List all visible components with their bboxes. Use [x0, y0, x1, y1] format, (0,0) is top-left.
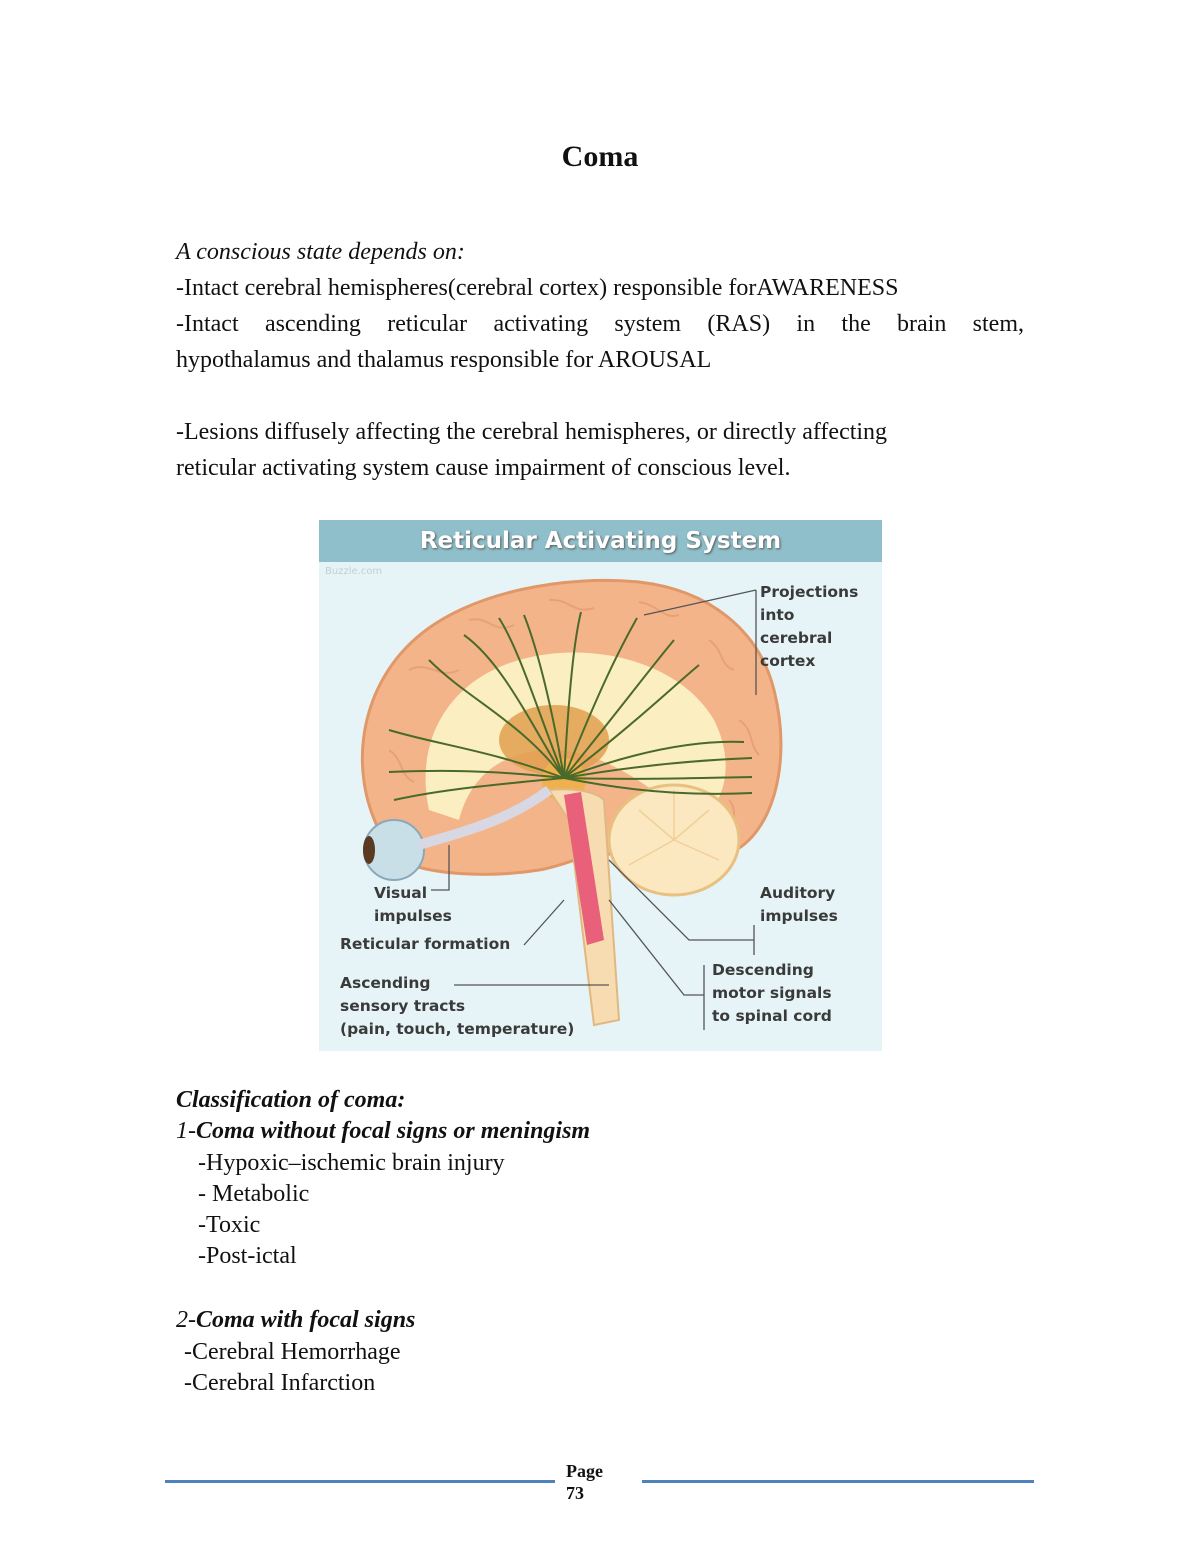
group1-item: -Toxic: [198, 1212, 261, 1238]
label-visual-impulses: Visual impulses: [374, 884, 452, 925]
label-ascending-sensory-tracts: Ascending sensory tracts (pain, touch, t…: [340, 974, 575, 1038]
figure-watermark: Buzzle.com: [325, 566, 383, 577]
label-descending-motor-signals: Descending motor signals to spinal cord: [712, 961, 832, 1025]
group1-item: -Post-ictal: [198, 1243, 297, 1269]
page-title: Coma: [561, 140, 639, 173]
group1-item: - Metabolic: [198, 1181, 310, 1207]
brain-illustration: [361, 578, 783, 1030]
group2-item: -Cerebral Infarction: [184, 1370, 376, 1396]
page-label: Page: [566, 1461, 603, 1481]
lesions-paragraph-line2: reticular activating system cause impair…: [176, 455, 791, 481]
page-number-value: 73: [566, 1483, 584, 1503]
group2-number: 2-: [176, 1307, 196, 1333]
footer-rule-right: [642, 1480, 1034, 1483]
intro-heading: A conscious state depends on:: [176, 239, 465, 265]
group1-item: -Hypoxic–ischemic brain injury: [198, 1150, 505, 1176]
reticular-activating-system-figure: Reticular Activating System Buzzle.com: [319, 520, 882, 1051]
classification-heading: Classification of coma:: [176, 1087, 406, 1113]
group2-item: -Cerebral Hemorrhage: [184, 1339, 401, 1365]
intro-point-awareness: -Intact cerebral hemispheres(cerebral co…: [176, 275, 899, 301]
group1-title: Coma without focal signs or meningism: [196, 1118, 591, 1144]
label-reticular-formation: Reticular formation: [340, 935, 511, 953]
label-projections: Projections into cerebral cortex: [760, 583, 859, 670]
lesions-paragraph-line1: -Lesions diffusely affecting the cerebra…: [176, 419, 888, 445]
page-number: Page 73: [566, 1460, 616, 1504]
footer-rule-left: [165, 1480, 555, 1483]
group2-title: Coma with focal signs: [196, 1307, 416, 1333]
classification-group1-heading: 1-Coma without focal signs or meningism: [176, 1113, 590, 1149]
group1-number: 1-: [176, 1118, 196, 1144]
intro-point-arousal-line1: -Intact ascending reticular activating s…: [176, 311, 1024, 337]
label-auditory-impulses: Auditory impulses: [760, 884, 838, 925]
classification-group2-heading: 2-Coma with focal signs: [176, 1302, 415, 1338]
intro-point-arousal-line2: hypothalamus and thalamus responsible fo…: [176, 347, 712, 373]
figure-title: Reticular Activating System: [319, 520, 882, 562]
